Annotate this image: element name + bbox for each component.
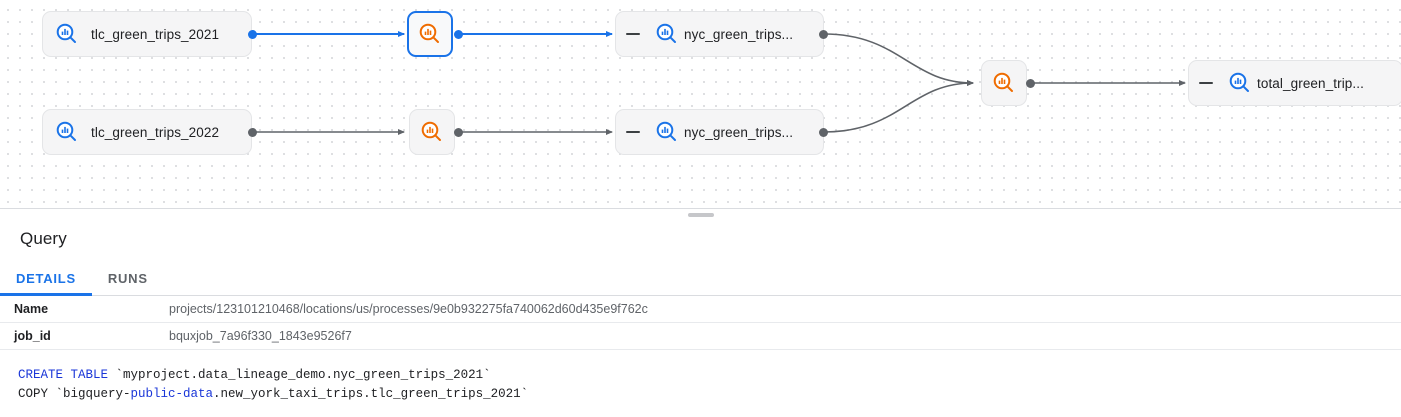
sql-line-2-rest: .new_york_taxi_trips.tlc_green_trips_202… [213,387,529,401]
panel-tabs: DETAILS RUNS [0,263,1401,296]
bigquery-process-icon [420,120,444,144]
lineage-node-label: tlc_green_trips_2022 [91,124,220,140]
node-output-port[interactable] [819,30,828,39]
lineage-node-nyc-green-trips-1[interactable]: nyc_green_trips... [615,11,824,57]
bigquery-table-icon [1223,71,1257,95]
lineage-node-label: nyc_green_trips... [684,26,794,42]
lineage-node-process-3[interactable] [981,60,1027,106]
sql-keyword-public-data: public-data [130,387,214,401]
node-output-port[interactable] [819,128,828,137]
bigquery-table-icon [650,22,684,46]
node-output-port[interactable] [454,128,463,137]
collapse-icon[interactable] [1189,82,1223,84]
detail-key-name: Name [14,302,49,316]
lineage-node-process-selected[interactable] [407,11,453,57]
lineage-node-label: total_green_trip... [1257,75,1364,91]
sql-line-2: COPY `bigquery-public-data.new_york_taxi… [18,385,1401,404]
detail-value-job-id: bquxjob_7a96f330_1843e9526f7 [169,329,352,343]
node-output-port[interactable] [248,128,257,137]
panel-title: Query [20,229,67,248]
lineage-node-tlc-green-trips-2021[interactable]: tlc_green_trips_2021 [42,11,252,57]
lineage-node-label: nyc_green_trips... [684,124,794,140]
tab-details[interactable]: DETAILS [0,271,92,296]
bigquery-table-icon [43,120,91,144]
lineage-node-nyc-green-trips-2[interactable]: nyc_green_trips... [615,109,824,155]
sql-line-1: CREATE TABLE `myproject.data_lineage_dem… [18,366,1401,385]
table-row: Name projects/123101210468/locations/us/… [0,296,1401,323]
node-output-port[interactable] [1026,79,1035,88]
bigquery-process-icon [992,71,1016,95]
bigquery-table-icon [43,22,91,46]
table-row: job_id bquxjob_7a96f330_1843e9526f7 [0,323,1401,350]
panel-resize-handle[interactable] [687,213,714,217]
sql-keyword-create-table: CREATE TABLE [18,368,109,382]
detail-value-name: projects/123101210468/locations/us/proce… [169,302,648,316]
details-table: Name projects/123101210468/locations/us/… [0,296,1401,350]
node-output-port[interactable] [248,30,257,39]
collapse-icon[interactable] [616,33,650,35]
lineage-node-label: tlc_green_trips_2021 [91,26,220,42]
tab-runs[interactable]: RUNS [107,271,148,286]
lineage-graph-canvas[interactable]: tlc_green_trips_2021 [0,0,1401,208]
sql-query-block[interactable]: CREATE TABLE `myproject.data_lineage_dem… [0,350,1401,404]
bigquery-process-icon [418,22,442,46]
node-output-port[interactable] [454,30,463,39]
sql-line-2-pre: COPY `bigquery- [18,387,131,401]
lineage-node-process-2[interactable] [409,109,455,155]
sql-line-1-rest: `myproject.data_lineage_demo.nyc_green_t… [108,368,491,382]
details-panel: Query DETAILS RUNS Name projects/1231012… [0,208,1401,404]
collapse-icon[interactable] [616,131,650,133]
bigquery-table-icon [650,120,684,144]
detail-key-job-id: job_id [14,329,51,343]
lineage-node-total-green-trips[interactable]: total_green_trip... [1188,60,1401,106]
lineage-node-tlc-green-trips-2022[interactable]: tlc_green_trips_2022 [42,109,252,155]
